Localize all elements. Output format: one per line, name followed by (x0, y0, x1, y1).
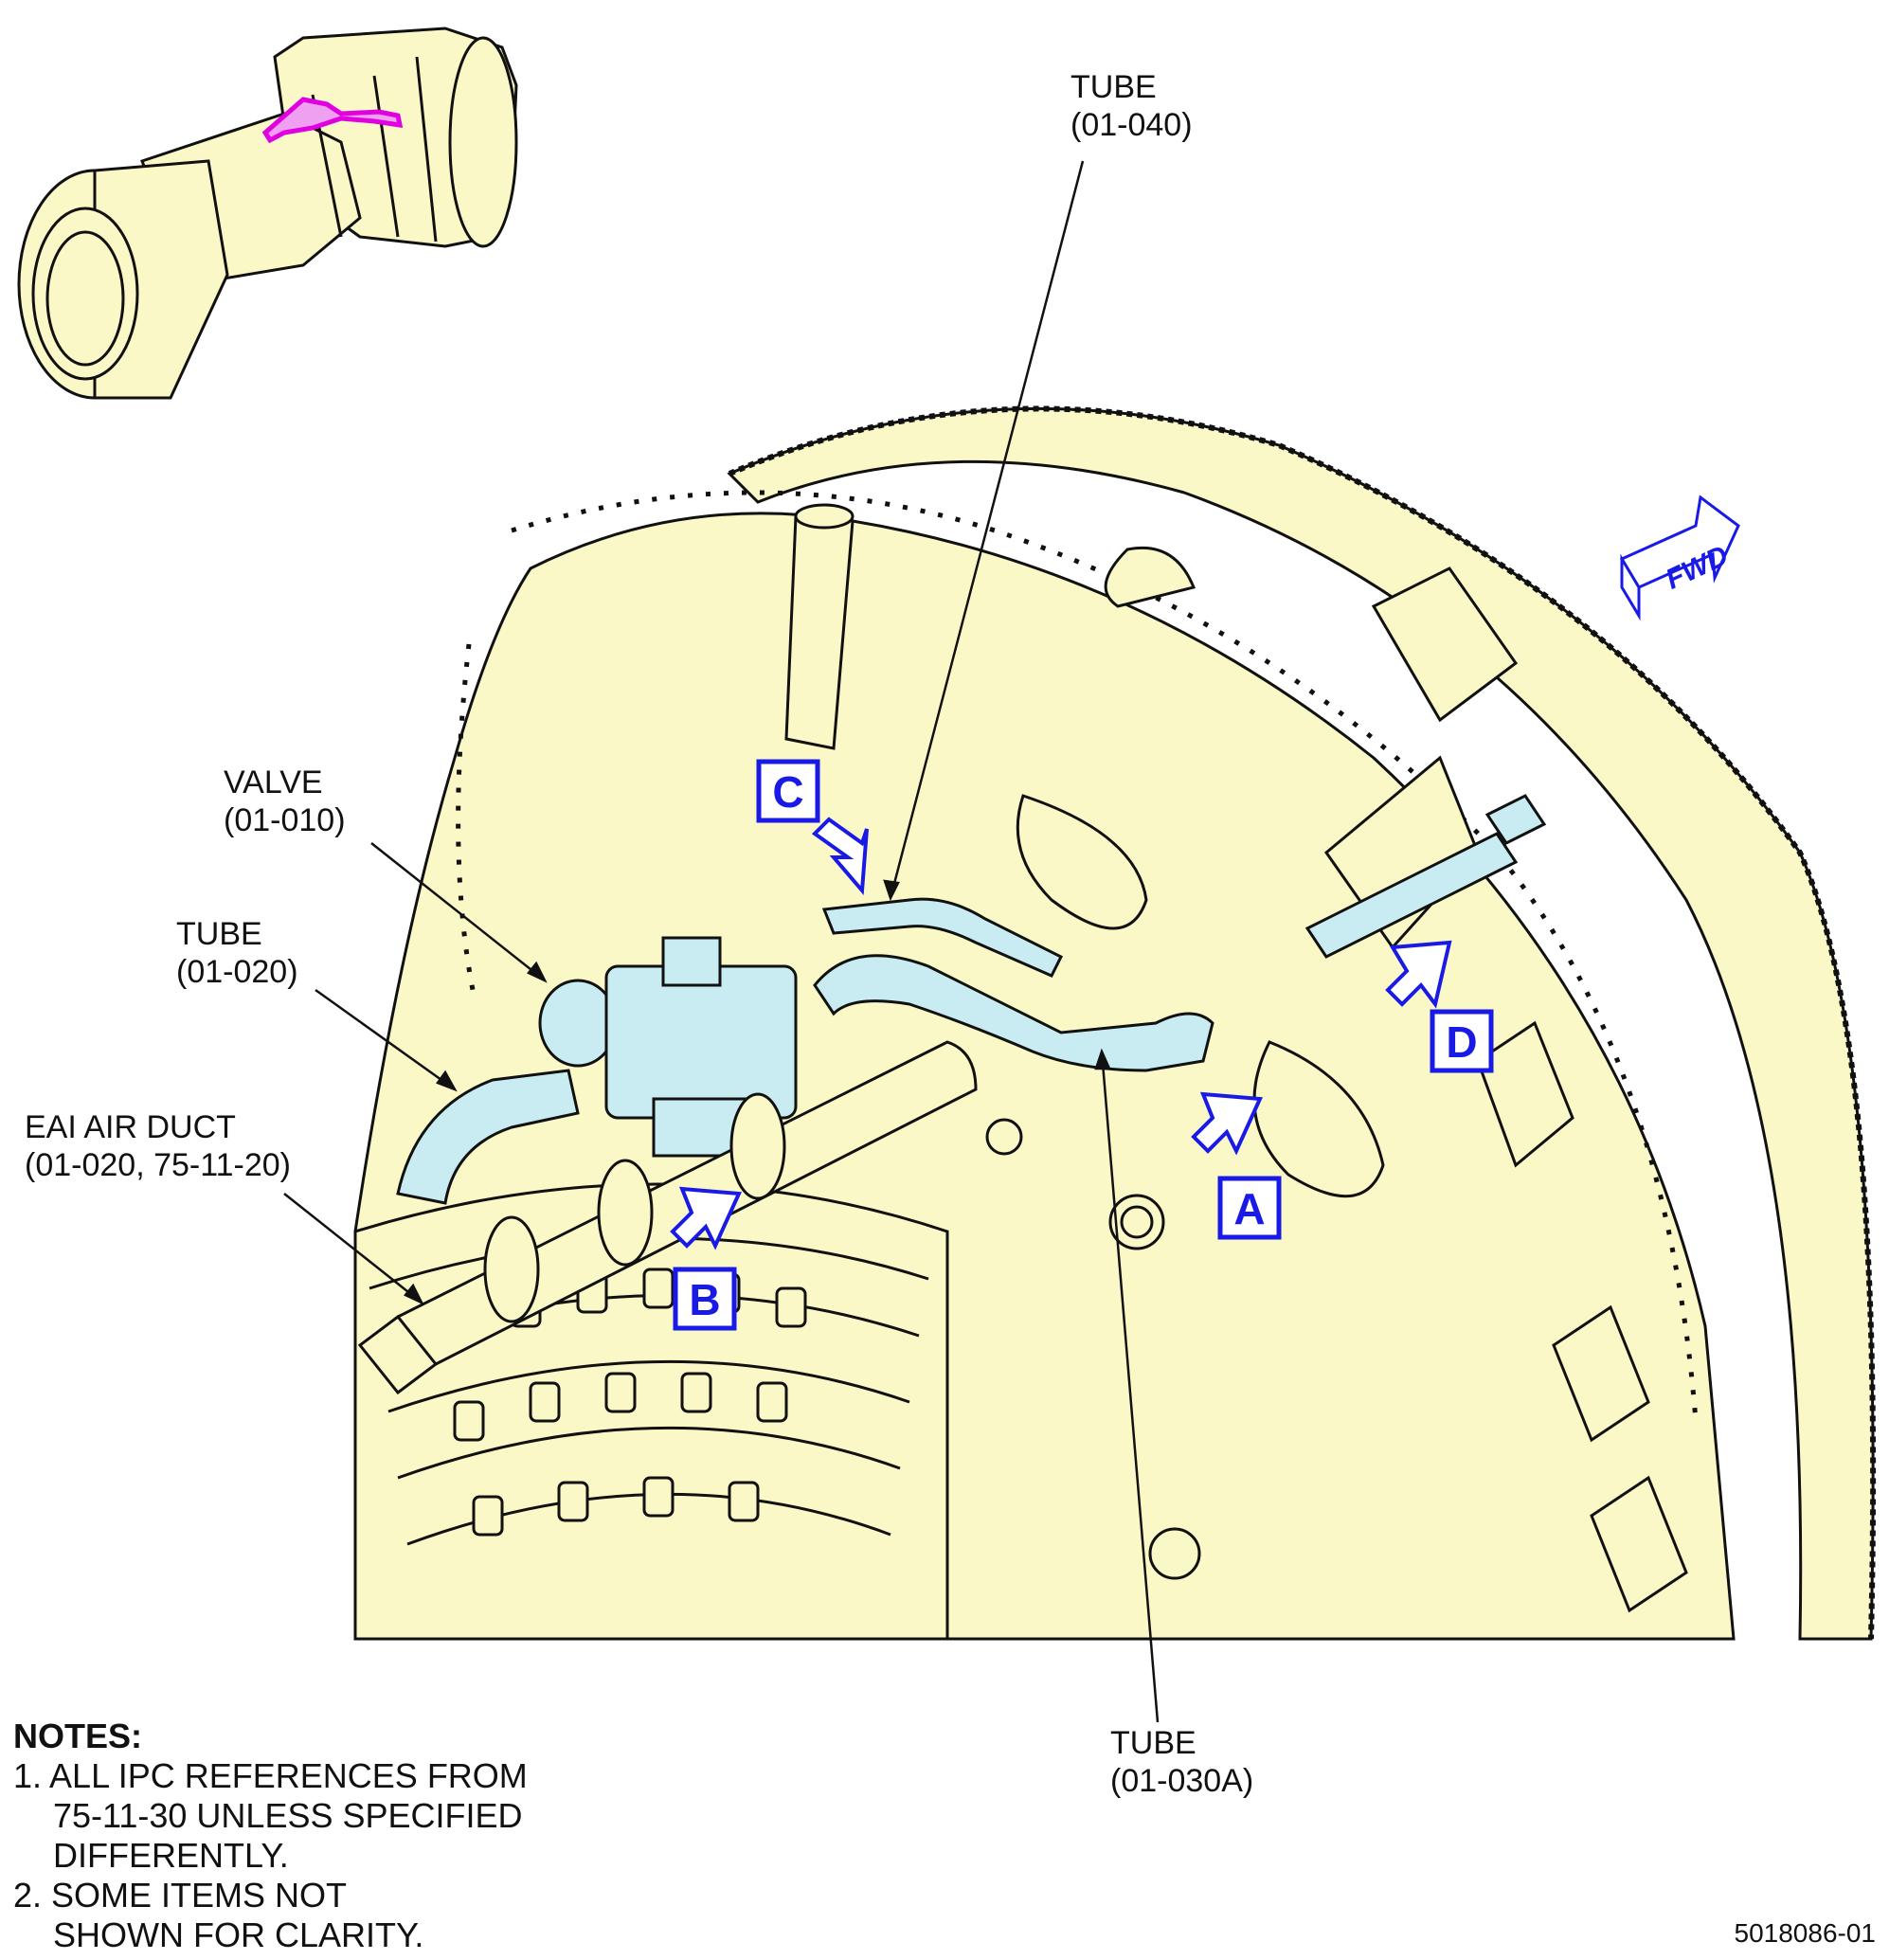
figure-number: 5018086-01 (1734, 1918, 1876, 1948)
leader-valve (370, 842, 546, 981)
callout-tube-030a: TUBE (01-030A) (1110, 1725, 1254, 1799)
locator-highlight (261, 97, 404, 144)
view-label-d: D (1446, 1017, 1477, 1067)
view-arrow-a (1191, 1091, 1263, 1156)
note-1-line-2: 75-11-30 UNLESS SPECIFIED (53, 1796, 523, 1835)
leader-lines (283, 160, 1160, 1723)
view-arrow-c (811, 817, 869, 895)
view-arrow-b (670, 1186, 742, 1250)
fwd-arrow-icon: FWD (1619, 494, 1740, 621)
view-arrows (670, 817, 1452, 1250)
locator-engine (17, 27, 518, 400)
notes-title: NOTES: (13, 1717, 143, 1755)
note-1-line-1: 1. ALL IPC REFERENCES FROM (13, 1756, 528, 1795)
notes-block: NOTES: 1. ALL IPC REFERENCES FROM 75-11-… (13, 1717, 528, 1955)
callout-tube-040: TUBE (01-040) (1070, 69, 1193, 143)
note-2-line-2: SHOWN FOR CLARITY. (53, 1915, 424, 1954)
view-label-boxes (673, 759, 1494, 1331)
leader-tube-040 (889, 160, 1085, 899)
view-arrow-d (1385, 940, 1452, 1009)
note-1-line-3: DIFFERENTLY. (53, 1836, 289, 1875)
leader-tube-020 (315, 988, 456, 1091)
leader-eai-duct (283, 1193, 423, 1304)
callout-valve: VALVE (01-010) (224, 764, 346, 838)
view-label-a: A (1233, 1184, 1265, 1233)
view-label-c: C (772, 767, 803, 817)
note-2-line-1: 2. SOME ITEMS NOT (13, 1876, 348, 1915)
view-label-b: B (689, 1275, 720, 1324)
leader-tube-030a (1100, 1051, 1160, 1723)
engine-body (353, 405, 1877, 1641)
callout-eai-air-duct: EAI AIR DUCT (01-020, 75-11-20) (25, 1109, 291, 1183)
callout-tube-020: TUBE (01-020) (176, 916, 298, 990)
